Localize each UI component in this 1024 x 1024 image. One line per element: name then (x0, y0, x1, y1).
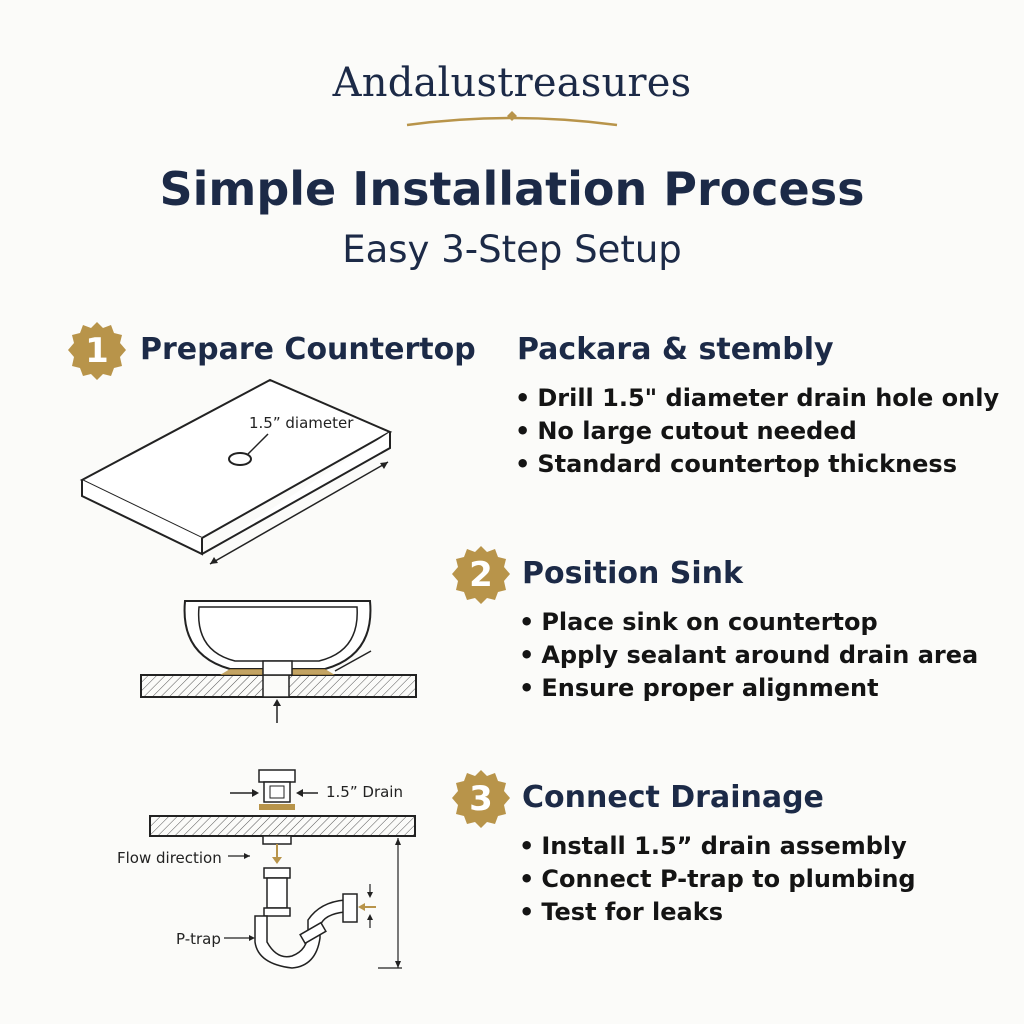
step-1-title: Prepare Countertop (140, 332, 476, 367)
list-item: Place sink on countertop (519, 606, 978, 639)
step-3-badge: 3 (450, 768, 512, 830)
step-1-bullets: Drill 1.5" diameter drain hole only No l… (515, 382, 999, 481)
brand-logo-text: Andalustreasures (332, 60, 692, 106)
step-2-number: 2 (469, 555, 493, 595)
list-item: Apply sealant around drain area (519, 639, 978, 672)
badge-seal-icon (452, 770, 510, 828)
brand-ornament-rule (406, 111, 618, 127)
countertop-diagram (79, 378, 393, 565)
p-trap-label: P-trap (176, 930, 221, 948)
flow-direction-label: Flow direction (117, 849, 222, 867)
list-item: Ensure proper alignment (519, 672, 978, 705)
list-item: Standard countertop thickness (515, 448, 999, 481)
list-item: Test for leaks (519, 896, 916, 929)
list-item: Install 1.5” drain assembly (519, 830, 916, 863)
step-3-bullets: Install 1.5” drain assembly Connect P-tr… (519, 830, 916, 929)
step-1-number: 1 (85, 331, 109, 371)
step-3-title: Connect Drainage (522, 780, 824, 815)
step-2-title: Position Sink (522, 556, 743, 591)
drain-size-label: 1.5” Drain (326, 783, 403, 801)
badge-seal-icon (68, 322, 126, 380)
list-item: Connect P-trap to plumbing (519, 863, 915, 896)
list-item: Drill 1.5" diameter drain hole only (515, 382, 999, 415)
step-1-side-heading: Packara & stembly (517, 332, 834, 367)
drainage-diagram (149, 769, 416, 969)
badge-seal-icon (452, 546, 510, 604)
step-3-number: 3 (469, 779, 493, 819)
page-title: Simple Installation Process (159, 162, 865, 216)
sink-diagram (140, 600, 417, 723)
step-2-badge: 2 (450, 544, 512, 606)
page-subtitle: Easy 3-Step Setup (342, 228, 682, 271)
step-2-bullets: Place sink on countertop Apply sealant a… (519, 606, 978, 705)
list-item: No large cutout needed (515, 415, 999, 448)
countertop-hole-label: 1.5” diameter (249, 414, 354, 432)
step-1-badge: 1 (66, 320, 128, 382)
